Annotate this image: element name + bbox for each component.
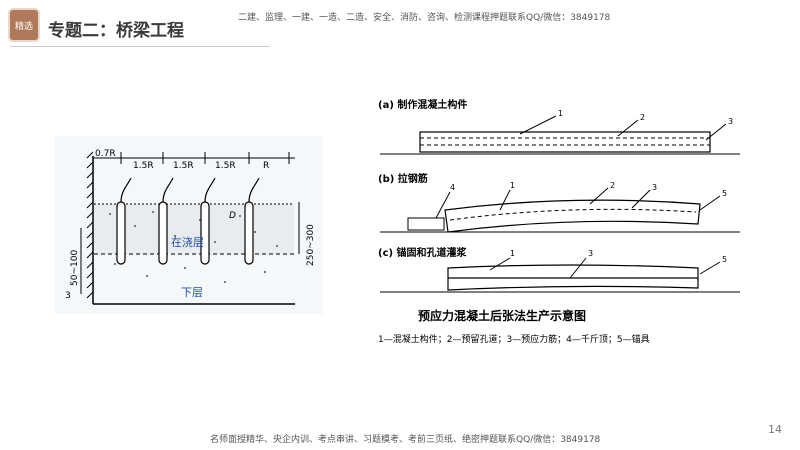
num-c-1: 1 (510, 249, 515, 258)
page-number: 14 (768, 423, 782, 436)
num-b-4: 4 (450, 183, 455, 192)
dim-top-5: R (263, 161, 269, 171)
vibration-diagram: 0.7R 1.5R 1.5R 1.5R R D 在浇层 下层 50~100 3 … (55, 136, 323, 314)
dim-top-3: 1.5R (173, 161, 194, 171)
header-contact-text: 二建、监理、一建、一造、二造、安全、消防、咨询、检测课程押题联系QQ/微信：38… (238, 13, 611, 23)
num-a-3: 3 (728, 117, 733, 126)
dim-left-1: 50~100 (70, 250, 80, 286)
section-badge: 精选 (10, 10, 38, 40)
step-c-label: (c) 锚固和孔道灌浆 (378, 246, 468, 259)
num-b-3: 3 (652, 183, 657, 192)
footer-contact-text: 名师面授精华、央企内训、考点串讲、习题模考、考前三页纸、绝密押题联系QQ/微信：… (210, 435, 601, 445)
num-c-5: 5 (722, 255, 727, 264)
num-a-1: 1 (558, 109, 563, 118)
step-a-label: (a) 制作混凝土构件 (378, 98, 467, 111)
dim-right: 250~300 (306, 224, 316, 266)
figure-legend: 1—混凝土构件；2—预留孔道；3—预应力筋；4—千斤顶；5—锚具 (378, 333, 650, 345)
label-lower-layer: 下层 (181, 286, 203, 299)
dim-top-1: 0.7R (95, 149, 116, 159)
post-tension-diagram: (a) 制作混凝土构件 1 2 3 (b) 拉钢筋 4 1 2 3 5 (c) … (370, 92, 750, 352)
num-a-2: 2 (640, 113, 645, 122)
page-title: 专题二：桥梁工程 (48, 21, 184, 41)
label-pour-layer: 在浇层 (171, 236, 204, 249)
dim-top-4: 1.5R (215, 161, 236, 171)
num-b-2: 2 (610, 181, 615, 190)
figure-caption: 预应力混凝土后张法生产示意图 (418, 308, 586, 323)
label-d: D (229, 211, 236, 221)
num-b-1: 1 (510, 181, 515, 190)
header-divider (10, 46, 270, 47)
step-b-label: (b) 拉钢筋 (378, 172, 428, 185)
dim-left-2: 3 (65, 291, 71, 301)
num-c-3: 3 (588, 249, 593, 258)
num-b-5: 5 (722, 189, 727, 198)
dim-top-2: 1.5R (133, 161, 154, 171)
